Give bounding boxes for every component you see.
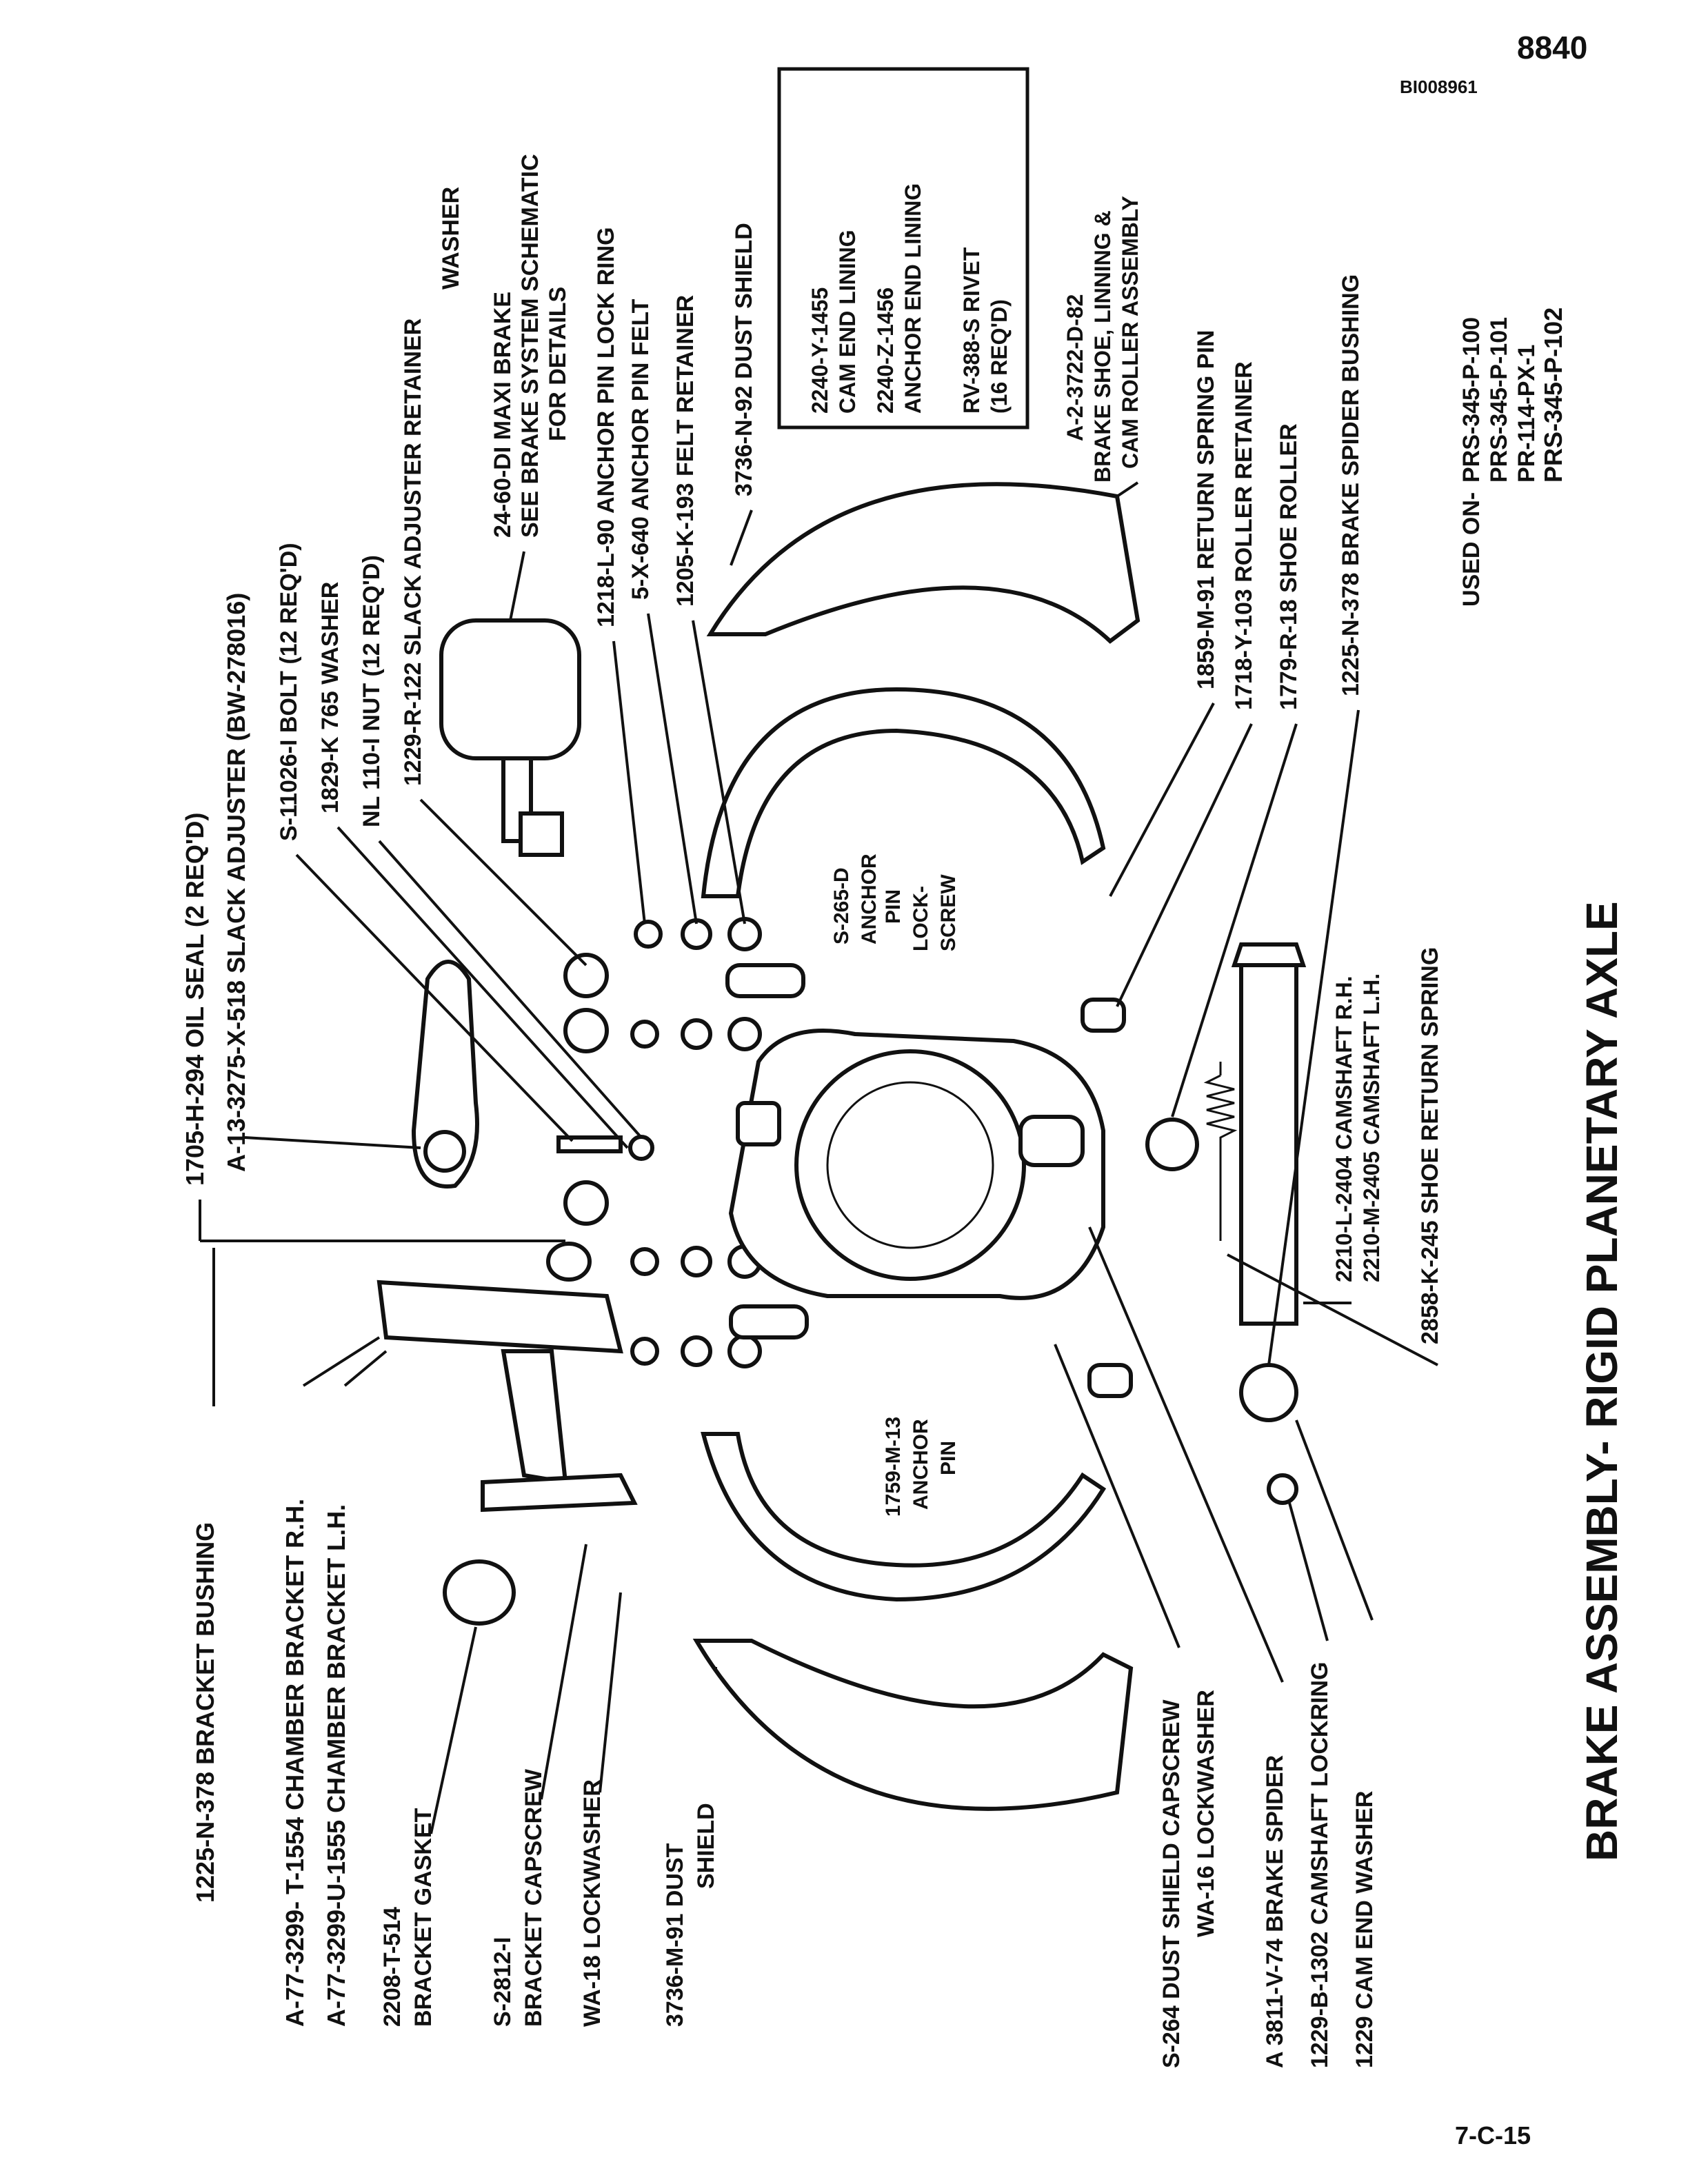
label-maxi-brake-see: SEE BRAKE SYSTEM SCHEMATIC — [517, 154, 543, 538]
brake-shoe-lower-drawing — [692, 1432, 1134, 1811]
label-retainer: 1229-R-122 SLACK ADJUSTER RETAINER — [400, 318, 426, 786]
label-bolt: S-11026-I BOLT (12 REQ'D) — [276, 543, 302, 841]
label-shoe-return-spring: 2858-K-245 SHOE RETURN SPRING — [1417, 947, 1443, 1344]
label-lockscrew-1: S-265-D — [830, 867, 853, 944]
anchor-pin-lower-drawing — [729, 1304, 809, 1339]
label-anchor-pin-1: 1759-M-13 — [882, 1417, 905, 1517]
label-camshaft-lockring: 1229-B-1302 CAMSHAFT LOCKRING — [1307, 1662, 1333, 2068]
label-lockscrew-2: ANCHOR — [858, 853, 881, 944]
footer-code: 7-C-15 — [1455, 2121, 1531, 2150]
lining-line-1: 2240-Y-1455 — [807, 287, 832, 414]
label-camshaft-lh: 2210-M-2405 CAMSHAFT L.H. — [1359, 973, 1384, 1282]
document-id: BI008961 — [1400, 77, 1478, 97]
label-chamber-bracket-lh: A-77-3299-U-1555 CHAMBER BRACKET L.H. — [322, 1504, 350, 2027]
top-callouts: 1705-H-294 OIL SEAL (2 REQ'D) A-13-3275-… — [181, 154, 1364, 1186]
used-on-block: USED ON- PRS-345-P-100 PRS-345-P-101 PR-… — [1458, 307, 1567, 607]
label-lockscrew-4: LOCK- — [910, 886, 932, 951]
label-dust-shield-bottom-2: SHIELD — [693, 1803, 719, 1889]
used-on-label: USED ON- — [1458, 492, 1485, 607]
camshaft-drawing — [1231, 942, 1307, 1326]
label-bracket-capscrew: BRACKET CAPSCREW — [521, 1768, 547, 2027]
bracket-gasket-drawing — [443, 1559, 516, 1626]
page-number: 8840 — [1517, 30, 1587, 65]
label-maxi-brake-details: FOR DETAILS — [545, 287, 571, 441]
lining-line-6: (16 REQ'D) — [987, 299, 1012, 414]
label-bracket-capscrew-part: S-2812-I — [490, 1937, 516, 2027]
label-slack-adjuster: A-13-3275-X-518 SLACK ADJUSTER (BW-27801… — [222, 593, 250, 1172]
label-brake-shoe-part: A-2-3722-D-82 — [1063, 294, 1087, 441]
label-brake-spider: A 3811-V-74 BRAKE SPIDER — [1262, 1755, 1288, 2068]
label-nut: NL 110-I NUT (12 REQ'D) — [359, 555, 385, 827]
label-lockscrew-5: SCREW — [937, 874, 960, 951]
anchor-pin-upper-drawing — [725, 963, 805, 998]
brake-spider-drawing — [728, 1029, 1105, 1300]
slack-adjuster-drawing — [411, 960, 479, 1189]
label-maxi-brake: 24-60-DI MAXI BRAKE — [490, 292, 516, 538]
label-lockwasher-18: WA-18 LOCKWASHER — [579, 1779, 605, 2027]
label-chamber-bracket-rh: A-77-3299- T-1554 CHAMBER BRACKET R.H. — [281, 1499, 309, 2027]
label-spider-bushing: 1225-N-378 BRAKE SPIDER BUSHING — [1338, 274, 1364, 696]
seal-cluster-drawing — [546, 917, 762, 1368]
lining-line-3: 2240-Z-1456 — [873, 287, 898, 414]
label-roller-retainer: 1718-Y-103 ROLLER RETAINER — [1231, 361, 1257, 710]
label-dust-shield-top: 3736-N-92 DUST SHIELD — [731, 223, 757, 496]
diagram-title: BRAKE ASSEMBLY- RIGID PLANETARY AXLE — [1577, 901, 1627, 1861]
label-dust-shield-bottom: 3736-M-91 DUST — [662, 1843, 688, 2027]
label-lockscrew-3: PIN — [882, 889, 905, 924]
used-on-model-1: PRS-345-P-100 — [1458, 317, 1485, 483]
return-spring-drawing — [1203, 1062, 1238, 1241]
lining-box: 2240-Y-1455 CAM END LINING 2240-Z-1456 A… — [777, 67, 1029, 429]
lining-line-4: ANCHOR END LINING — [901, 183, 925, 414]
label-anchor-pin-2: ANCHOR — [910, 1419, 932, 1510]
label-anchor-pin-lock-ring: 1218-L-90 ANCHOR PIN LOCK RING — [593, 227, 619, 627]
label-bracket-bushing: 1225-N-378 BRACKET BUSHING — [191, 1522, 219, 1903]
label-anchor-pin-3: PIN — [937, 1441, 960, 1475]
label-cam-roller-assembly: CAM ROLLER ASSEMBLY — [1118, 196, 1143, 469]
label-anchor-pin-felt: 5-X-640 ANCHOR PIN FELT — [627, 299, 654, 600]
used-on-model-3: PR-114-PX-1 — [1514, 345, 1540, 483]
label-return-spring-pin: 1859-M-91 RETURN SPRING PIN — [1193, 330, 1219, 689]
label-retainer-washer: WASHER — [438, 187, 464, 290]
used-on-model-2: PRS-345-P-101 — [1486, 317, 1512, 483]
maxi-brake-drawing — [439, 618, 581, 857]
lining-line-2: CAM END LINING — [835, 230, 860, 414]
label-camshaft-rh: 2210-L-2404 CAMSHAFT R.H. — [1332, 975, 1356, 1282]
bottom-callouts: 1225-N-378 BRACKET BUSHING A-77-3299- T-… — [191, 1499, 1378, 2068]
label-bracket-gasket: BRACKET GASKET — [410, 1808, 436, 2027]
chamber-bracket-drawing — [376, 1280, 638, 1513]
label-washer: 1829-K 765 WASHER — [317, 582, 343, 813]
used-on-model-4: PRS-345-P-102 — [1539, 307, 1567, 483]
roller-cluster-drawing — [1081, 998, 1298, 1505]
label-shoe-roller: 1779-R-18 SHOE ROLLER — [1276, 423, 1302, 710]
lining-line-5: RV-388-S RIVET — [959, 247, 984, 414]
label-oil-seal: 1705-H-294 OIL SEAL (2 REQ'D) — [181, 813, 209, 1186]
label-bracket-gasket-part: 2208-T-514 — [379, 1907, 405, 2027]
label-cam-end-washer: 1229 CAM END WASHER — [1352, 1791, 1378, 2068]
brake-shoe-upper-drawing — [701, 482, 1141, 898]
lining-box-border — [777, 67, 1029, 429]
label-lockwasher-16: WA-16 LOCKWASHER — [1193, 1690, 1219, 1937]
bolt-nut-drawing — [556, 1135, 654, 1161]
label-dust-shield-capscrew: S-264 DUST SHIELD CAPSCREW — [1158, 1699, 1185, 2068]
label-brake-shoe: BRAKE SHOE, LINNING & — [1090, 210, 1115, 483]
label-felt-retainer: 1205-K-193 FELT RETAINER — [672, 295, 699, 607]
leader-lines — [199, 481, 1438, 1834]
center-callouts: S-265-D ANCHOR PIN LOCK- SCREW 1759-M-13… — [830, 853, 1443, 1517]
